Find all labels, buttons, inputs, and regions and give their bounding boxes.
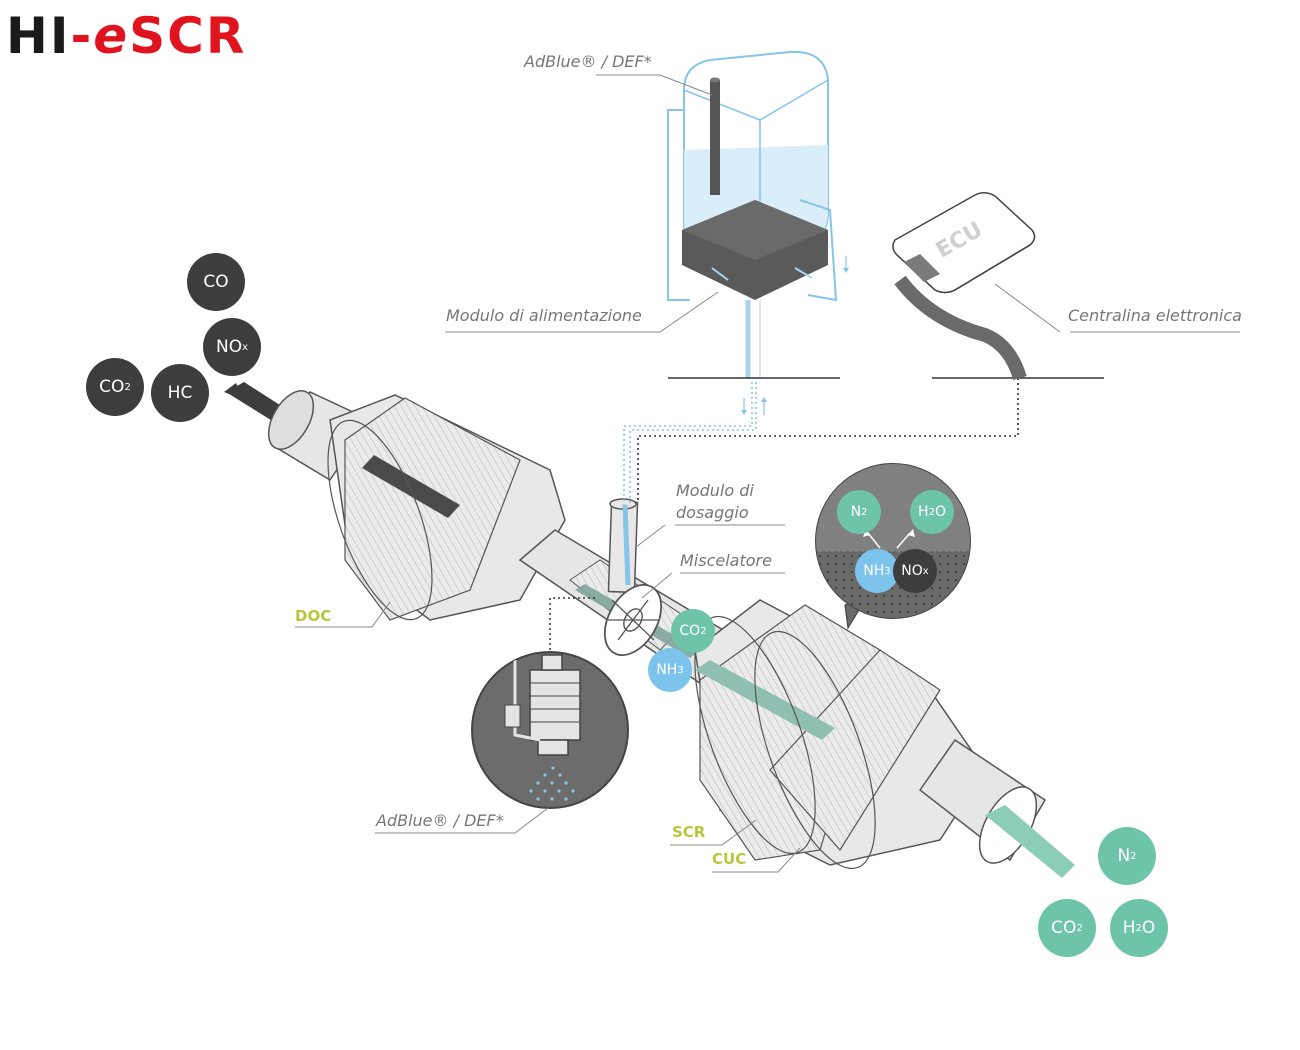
logo-dash: -: [70, 7, 94, 65]
reaction-bubble: [815, 463, 971, 630]
scr-cuc-canister: [694, 599, 986, 870]
doc-canister: [327, 394, 566, 621]
mixer: [603, 584, 663, 656]
label-miscelatore: Miscelatore: [680, 551, 772, 570]
molecule-co-inlet: CO: [187, 253, 245, 311]
label-doc: DOC: [295, 607, 332, 625]
molecule-hc-inlet: HC: [151, 364, 209, 422]
zoom-connector-line: [549, 597, 595, 652]
logo-scr: SCR: [129, 7, 247, 65]
logo-hi: HI: [6, 7, 71, 65]
label-modulo-dosaggio-line2: dosaggio: [676, 503, 749, 522]
leader-lines: [295, 74, 1240, 873]
label-adblue-injector: AdBlue® / DEF*: [376, 811, 504, 830]
label-centralina: Centralina elettronica: [1068, 306, 1242, 325]
supply-lines: [623, 378, 1019, 505]
injector-zoom-bubble: [471, 651, 629, 809]
logo-e: e: [93, 7, 130, 65]
label-modulo-alimentazione: Modulo di alimentazione: [446, 306, 642, 325]
label-scr: SCR: [672, 823, 706, 841]
label-cuc: CUC: [712, 850, 747, 868]
supply-module: [682, 200, 828, 378]
ecu-unit: [892, 192, 1036, 381]
label-adblue-tank: AdBlue® / DEF*: [524, 52, 652, 71]
dosing-module: [607, 498, 639, 594]
outlet-pipe: [918, 738, 1075, 878]
label-modulo-dosaggio-line1: Modulo di: [676, 481, 754, 500]
